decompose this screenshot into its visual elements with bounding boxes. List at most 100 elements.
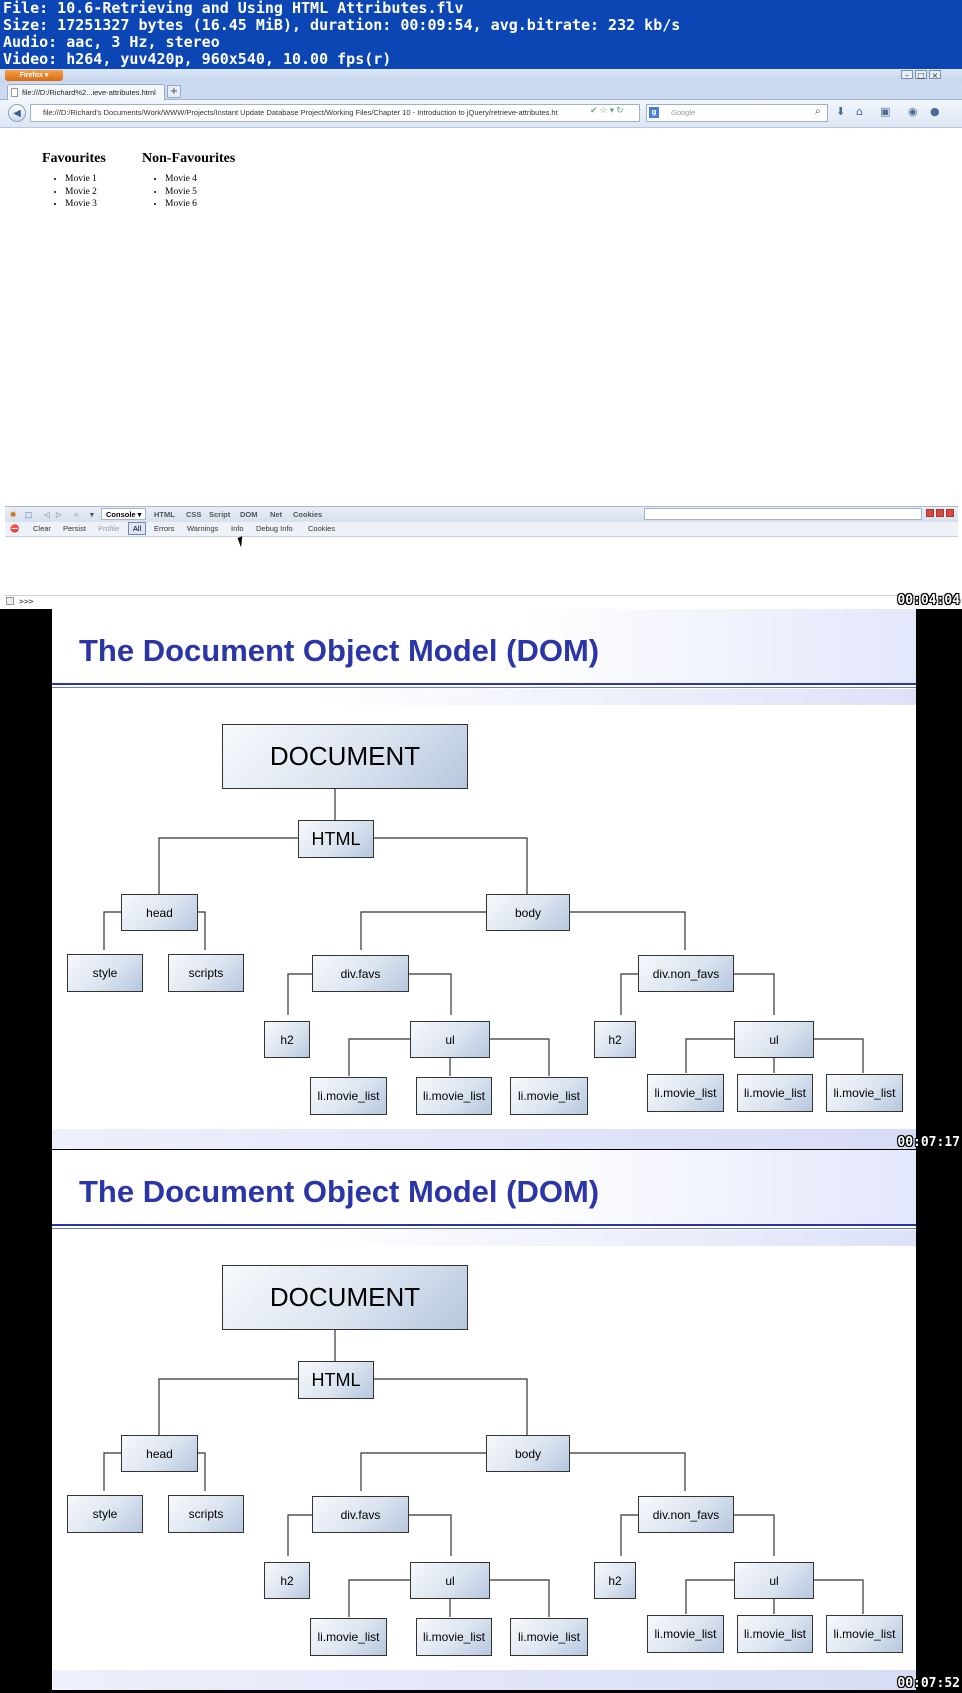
node-li-movie-list: li.movie_list [647, 1615, 724, 1653]
frame-browser: Firefox ▾ – □ × file:///D:/Richard%2...i… [0, 69, 962, 609]
slide-footer [52, 1670, 916, 1690]
node-li-movie-list: li.movie_list [310, 1618, 387, 1656]
back-arrow-icon[interactable]: ◁ [44, 510, 50, 519]
firebug-search-input[interactable] [644, 508, 922, 520]
node-head: head [121, 1435, 198, 1472]
bookmarks-icon[interactable]: ▣ [880, 105, 891, 118]
node-document: DOCUMENT [222, 1265, 468, 1330]
nonfavourites-list: Movie 4 Movie 5 Movie 6 [153, 173, 197, 211]
slide-title: The Document Object Model (DOM) [79, 633, 600, 668]
search-engine-icon[interactable]: g [649, 107, 659, 118]
command-line[interactable]: >>> [5, 595, 958, 607]
home-icon[interactable]: ⌂ [856, 105, 863, 118]
node-div-favs: div.favs [312, 1496, 409, 1533]
list-item: Movie 5 [165, 186, 197, 199]
slide-footer [52, 1129, 916, 1149]
node-h2: h2 [264, 1562, 310, 1599]
new-tab-button[interactable]: + [167, 85, 181, 98]
dom-slide: The Document Object Model (DOM) [52, 1150, 916, 1690]
node-head: head [121, 894, 198, 931]
frame-timestamp: 00:04:04 [897, 593, 960, 608]
list-item: Movie 3 [65, 198, 97, 211]
node-li-movie-list: li.movie_list [826, 1615, 903, 1653]
filter-errors-button[interactable]: Errors [154, 524, 175, 533]
frame-timestamp: 00:07:17 [897, 1135, 960, 1149]
inspect-icon[interactable]: ⬚ [25, 510, 33, 519]
node-li-movie-list: li.movie_list [647, 1074, 724, 1112]
clear-button[interactable]: Clear [33, 524, 51, 533]
firebug-icon[interactable]: ● [930, 105, 940, 118]
profile-button[interactable]: Profile [98, 524, 120, 533]
tab-net[interactable]: Net [270, 510, 283, 519]
tab-css[interactable]: CSS [186, 510, 202, 519]
page-icon [11, 88, 18, 97]
tab-script[interactable]: Script [209, 510, 231, 519]
minimize-button[interactable]: – [901, 70, 913, 80]
menu-icon[interactable]: ≡ [74, 510, 79, 519]
favourites-list: Movie 1 Movie 2 Movie 3 [53, 173, 97, 211]
favourites-heading: Favourites [42, 151, 106, 166]
node-style: style [67, 1495, 143, 1533]
frame-slide-2: The Document Object Model (DOM) [0, 1150, 962, 1690]
nonfavourites-heading: Non-Favourites [142, 151, 236, 166]
title-rule-thin [52, 687, 916, 688]
video-info-header: File: 10.6-Retrieving and Using HTML Att… [0, 0, 962, 69]
filter-info-button[interactable]: Info [231, 524, 244, 533]
node-ul: ul [734, 1021, 814, 1058]
node-scripts: scripts [168, 954, 244, 992]
forward-arrow-icon[interactable]: ▷ [56, 510, 62, 519]
persist-button[interactable]: Persist [63, 524, 86, 533]
list-item: Movie 6 [165, 198, 197, 211]
node-h2: h2 [264, 1021, 310, 1058]
node-scripts: scripts [168, 1495, 244, 1533]
node-li-movie-list: li.movie_list [737, 1074, 813, 1112]
eye-icon[interactable]: ◉ [908, 105, 918, 118]
magnifier-icon[interactable]: ⌕ [815, 106, 821, 117]
window-titlebar [0, 69, 962, 82]
list-item: Movie 2 [65, 186, 97, 199]
tab-html[interactable]: HTML [154, 510, 175, 519]
frame-slide-1: The Document Object Model (DOM) [0, 609, 962, 1149]
firebug-close-icon[interactable] [946, 509, 954, 517]
tab-dom[interactable]: DOM [240, 510, 258, 519]
command-editor-toggle[interactable] [6, 597, 14, 605]
title-rule-thin [52, 1228, 916, 1229]
tab-retrieve-attributes[interactable]: file:///D:/Richard%2...ieve-attributes.h… [7, 84, 165, 100]
firebug-bug-icon[interactable]: ✹ [10, 510, 17, 519]
title-rule [52, 1224, 916, 1226]
url-bar-icons[interactable]: ✔☆▾↻ [590, 106, 626, 116]
dom-slide: The Document Object Model (DOM) [52, 609, 916, 1149]
slide-header [52, 1150, 916, 1224]
node-h2: h2 [594, 1021, 636, 1058]
url-bar[interactable]: file:///D:/Richard's Documents/Work/WWW/… [30, 104, 640, 122]
tab-cookies[interactable]: Cookies [293, 510, 323, 519]
video-info: Video: h264, yuv420p, 960x540, 10.00 fps… [3, 50, 392, 68]
search-bar[interactable]: Google [646, 104, 828, 122]
size-info: Size: 17251327 bytes (16.45 MiB), durati… [3, 16, 681, 34]
back-button[interactable]: ◀ [8, 104, 26, 122]
firebug-minimize-icon[interactable] [926, 509, 934, 517]
node-li-movie-list: li.movie_list [310, 1077, 387, 1115]
clear-console-icon[interactable]: ⛔ [10, 524, 20, 533]
firefox-menu-button[interactable]: Firefox ▾ [5, 70, 63, 81]
node-li-movie-list: li.movie_list [416, 1077, 492, 1115]
page-content: Favourites Movie 1 Movie 2 Movie 3 Non-F… [5, 129, 958, 504]
download-icon[interactable]: ⬇ [836, 105, 846, 118]
dropdown-icon[interactable]: ▾ [90, 510, 94, 519]
node-li-movie-list: li.movie_list [416, 1618, 492, 1656]
close-window-button[interactable]: × [929, 70, 941, 80]
filter-all-button[interactable]: All [128, 522, 146, 535]
slide-shade [52, 1230, 916, 1246]
tree-connectors [103, 1328, 864, 1617]
tab-console[interactable]: Console ▾ [101, 508, 146, 520]
node-body: body [486, 894, 570, 931]
maximize-button[interactable]: □ [915, 70, 927, 80]
slide-header [52, 609, 916, 683]
filter-cookies-button[interactable]: Cookies [308, 524, 336, 533]
filter-debug-info-button[interactable]: Debug Info [256, 524, 293, 533]
node-document: DOCUMENT [222, 724, 468, 789]
list-item: Movie 1 [65, 173, 97, 186]
filter-warnings-button[interactable]: Warnings [187, 524, 219, 533]
firebug-detach-icon[interactable] [936, 509, 944, 517]
node-h2: h2 [594, 1562, 636, 1599]
